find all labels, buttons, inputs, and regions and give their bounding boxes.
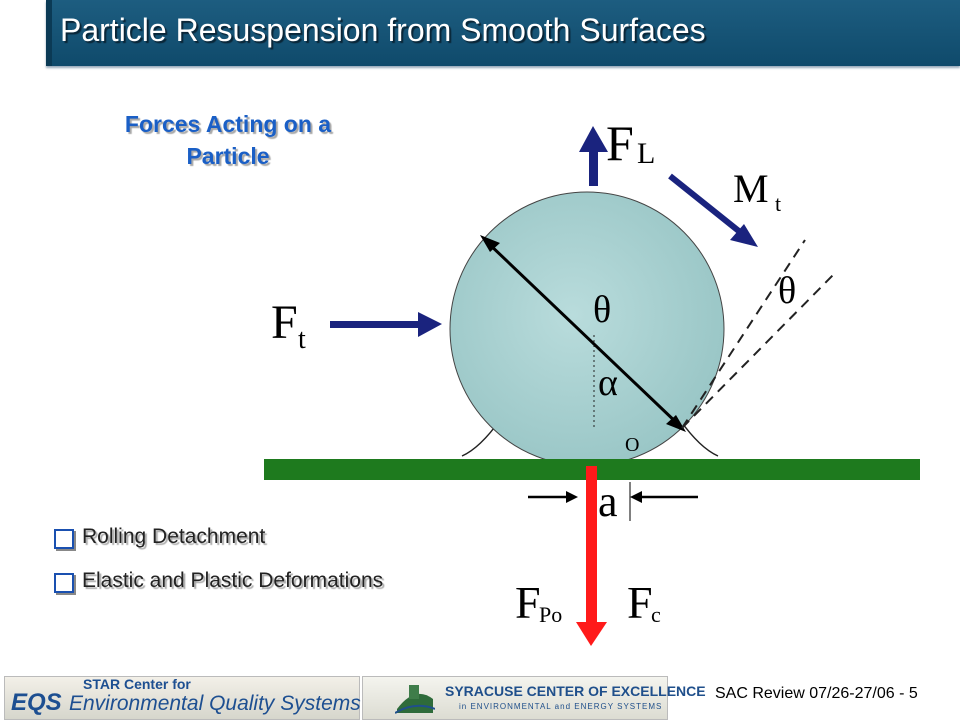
lift-force-symbol: F [606, 115, 634, 171]
moment-subscript: t [775, 191, 781, 216]
eqs-name: Environmental Quality Systems [69, 692, 361, 715]
dashed-line-1 [681, 239, 806, 429]
contact-arrowhead-right [630, 491, 642, 503]
lift-arrow-shaft [589, 150, 598, 186]
adhesion-arrowhead [576, 622, 607, 646]
footer-reference: SAC Review 07/26-27/06 - 5 [715, 685, 918, 702]
moment-arrowhead [730, 224, 758, 247]
star-center-label: STAR Center for [83, 676, 191, 692]
contact-point-label: O [625, 434, 639, 456]
title-bar-edge [46, 0, 52, 66]
drag-force-symbol: F [271, 296, 298, 349]
syracuse-title: SYRACUSE CENTER OF EXCELLENCE [445, 683, 706, 699]
drag-arrow-shaft [330, 321, 420, 328]
slide-title: Particle Resuspension from Smooth Surfac… [60, 12, 706, 48]
checkbox-bullet-icon [54, 573, 74, 593]
bullet-label: Rolling Detachment [82, 525, 266, 548]
heading-line-1: Forces Acting on a [124, 111, 332, 137]
adhesion-arrow-shaft [586, 466, 597, 626]
diameter-arrowhead-top [480, 235, 500, 252]
pull-off-force-symbol: F [515, 577, 541, 628]
moment-symbol: M [733, 166, 769, 211]
lift-arrowhead [579, 126, 608, 152]
moment-arrow-shaft [668, 173, 742, 235]
lift-force-subscript: L [637, 137, 655, 170]
contact-radius-label: a [598, 477, 618, 526]
drag-force-subscript: t [298, 324, 306, 355]
syracuse-subtitle: in ENVIRONMENTAL and ENERGY SYSTEMS [459, 702, 663, 711]
diameter-arrowhead-bottom [666, 415, 686, 432]
dashed-line-2 [681, 271, 837, 429]
drag-arrowhead [418, 312, 442, 337]
contact-arrowhead-left [566, 491, 578, 503]
pull-off-force-subscript: Po [539, 602, 562, 627]
title-bar: Particle Resuspension from Smooth Surfac… [46, 0, 960, 66]
contact-force-subscript: c [651, 602, 661, 627]
theta-label-center: θ [593, 289, 611, 331]
syracuse-coe-logo: SYRACUSE CENTER OF EXCELLENCE in ENVIRON… [362, 676, 706, 720]
alpha-label: α [598, 362, 618, 404]
diameter-line [485, 240, 682, 428]
syracuse-building-icon [395, 685, 435, 714]
heading-line-2: Particle [186, 143, 270, 169]
checkbox-bullet-icon [54, 529, 74, 549]
eqs-wordmark: EQS [11, 689, 62, 716]
contact-force-symbol: F [627, 577, 653, 628]
diagram-heading: Forces Acting on a Particle [78, 108, 378, 172]
eqs-logo: STAR Center for EQS Environmental Qualit… [4, 676, 361, 720]
bullet-label: Elastic and Plastic Deformations [82, 569, 384, 592]
theta-label-right: θ [778, 270, 796, 312]
